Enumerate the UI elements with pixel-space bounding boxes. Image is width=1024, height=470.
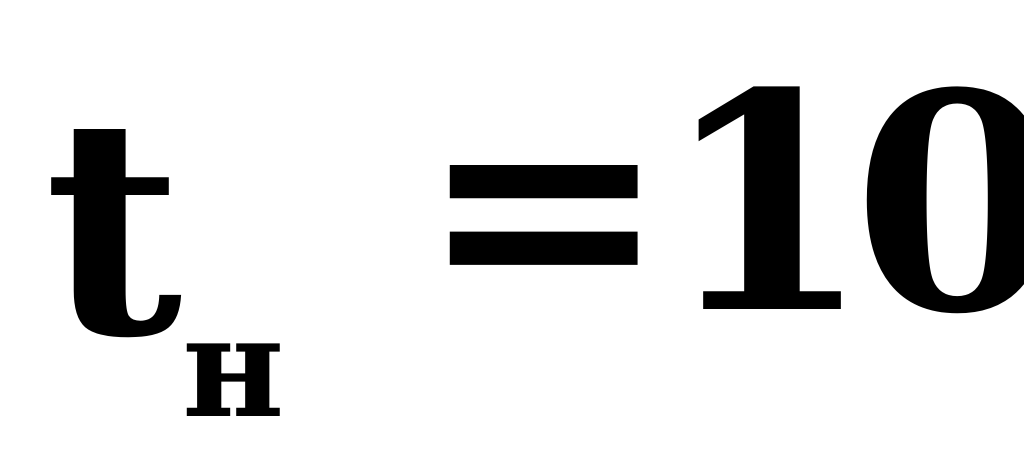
variable-symbol: t (44, 51, 183, 404)
variable-subscript: н (182, 286, 285, 450)
value-number: 10 (662, 27, 1024, 380)
equals-sign: = (418, 27, 670, 380)
